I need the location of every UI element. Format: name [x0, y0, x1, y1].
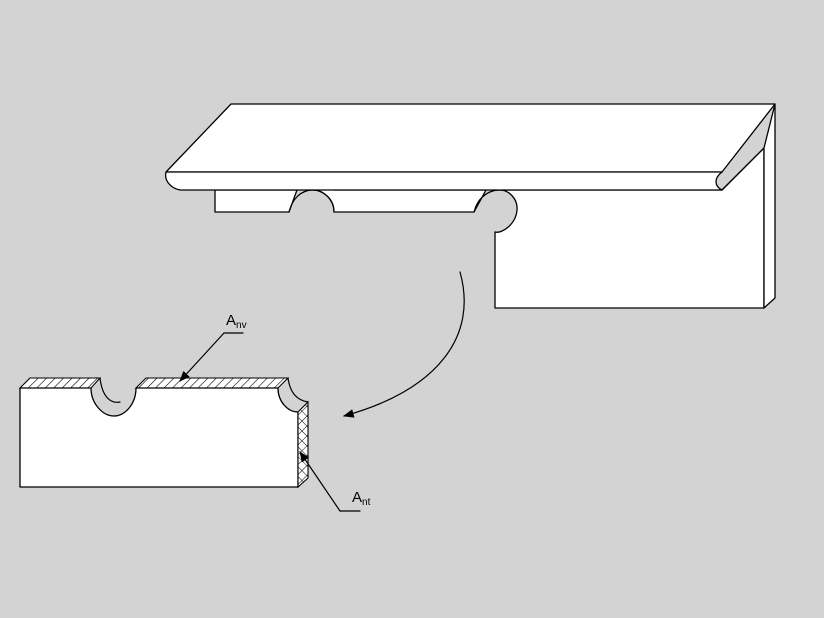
label-ant-sub: nt: [362, 497, 371, 508]
shear-area-left: [18, 377, 102, 389]
leader-anv: [179, 332, 244, 382]
block-shear-section: [18, 377, 309, 489]
flange-top-face: [165, 103, 776, 173]
transfer-arrow: [342, 271, 465, 418]
label-anv: Anv: [226, 312, 247, 331]
tension-area: [297, 400, 309, 489]
vertical-leg-side: [721, 103, 776, 309]
label-anv-main: A: [226, 312, 237, 329]
block-hole-left: [99, 377, 121, 403]
leader-ant: [299, 451, 361, 512]
flange-underside: [214, 189, 298, 213]
block-hole-right: [287, 377, 309, 403]
flange-front-edge: [164, 171, 723, 191]
angle-connection: [164, 103, 776, 309]
label-ant-main: A: [352, 489, 363, 506]
shear-area-middle: [134, 377, 290, 389]
flange-underside-mid: [312, 189, 487, 213]
label-anv-sub: nv: [236, 320, 247, 331]
label-ant: Ant: [352, 489, 370, 508]
block-front-face: [19, 387, 299, 488]
